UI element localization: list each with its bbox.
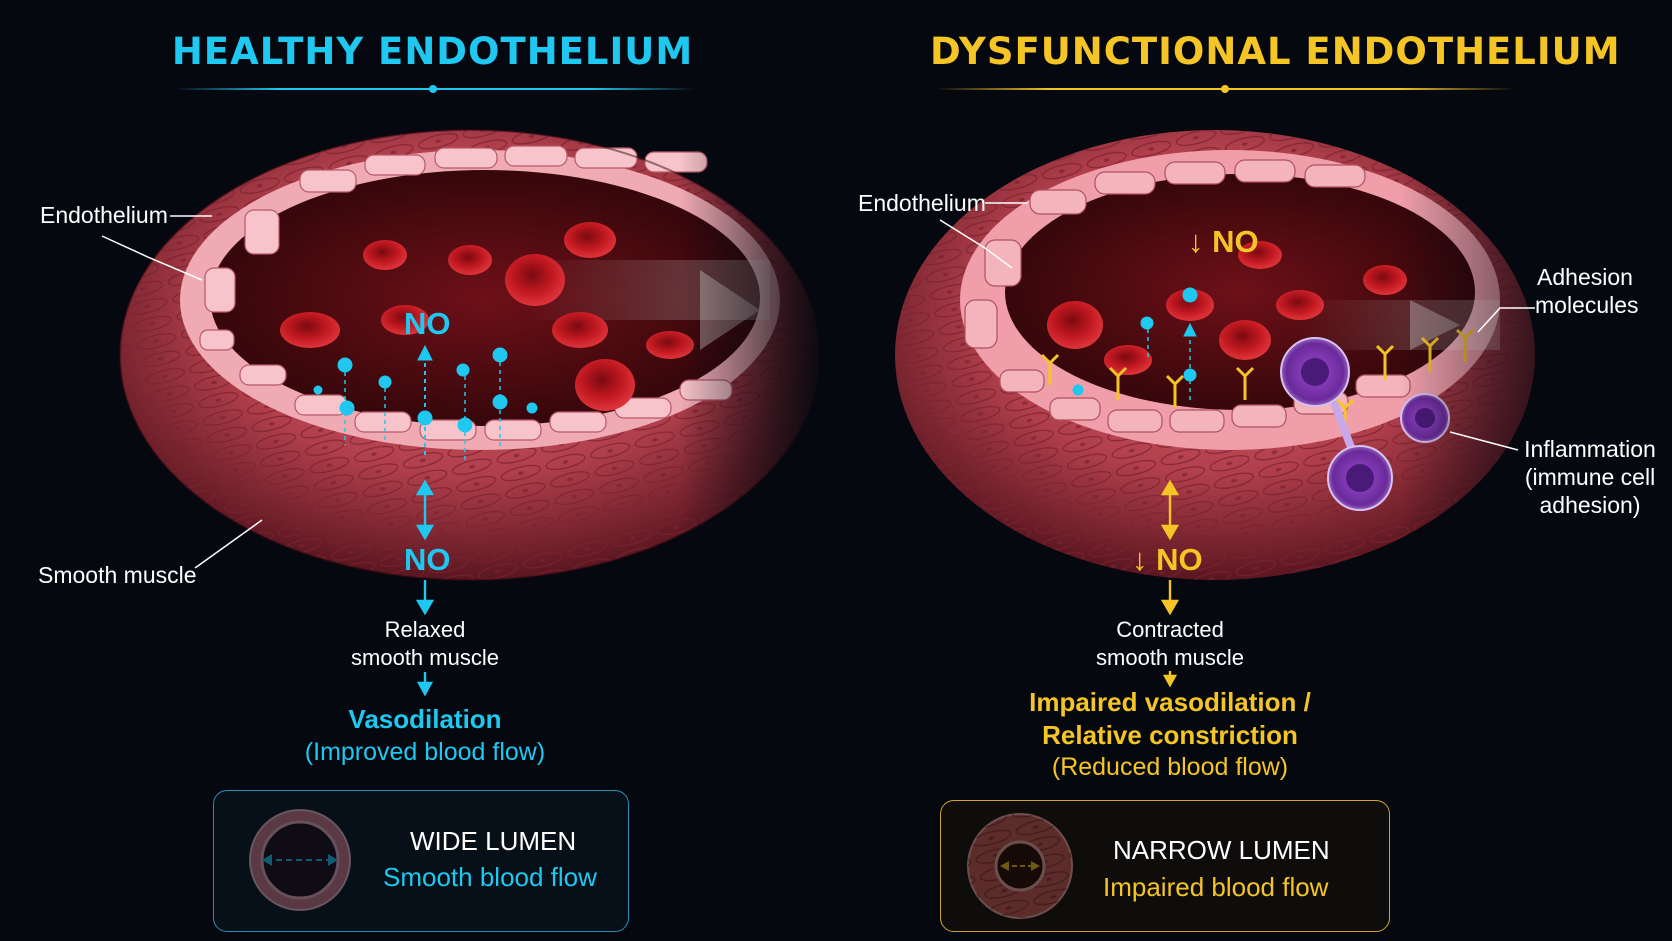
healthy-step-2: smooth muscle <box>351 645 499 670</box>
dysfunctional-title: DYSFUNCTIONAL ENDOTHELIUM <box>930 30 1621 73</box>
healthy-title: HEALTHY ENDOTHELIUM <box>171 30 694 73</box>
dysfunctional-vessel <box>895 120 1540 600</box>
dysfunctional-title-rule-dot <box>1221 85 1229 93</box>
healthy-path-arrows <box>415 479 435 697</box>
healthy-no-top: NO <box>404 306 451 341</box>
inflammation-label-3: adhesion) <box>1539 492 1641 518</box>
inflammation-label-1: Inflammation <box>1524 436 1656 462</box>
healthy-summary-card <box>213 790 629 932</box>
healthy-card-title: WIDE LUMEN <box>410 826 577 856</box>
dysfunctional-path-arrows <box>1160 479 1180 688</box>
healthy-card-sub: Smooth blood flow <box>383 862 597 892</box>
adhesion-label-2: molecules <box>1535 292 1639 318</box>
dysfunctional-label-endothelium: Endothelium <box>858 190 986 216</box>
healthy-step-1: Relaxed <box>384 617 466 642</box>
dysfunctional-red-blood-cells <box>1047 241 1407 375</box>
healthy-result: Vasodilation <box>348 704 502 734</box>
dysfunctional-leader-lines <box>939 202 1535 451</box>
adhesion-label-1: Adhesion <box>1537 264 1633 290</box>
healthy-vessel <box>119 120 830 590</box>
dysfunctional-step-2: smooth muscle <box>1096 645 1244 670</box>
healthy-red-blood-cells <box>280 222 694 411</box>
healthy-label-endothelium: Endothelium <box>40 202 168 228</box>
healthy-no-bottom: NO <box>404 542 451 577</box>
healthy-leader-lines <box>101 215 263 569</box>
dysfunctional-summary-card <box>940 800 1390 932</box>
dysfunctional-card-title: NARROW LUMEN <box>1113 835 1330 865</box>
dysfunctional-step-1: Contracted <box>1116 617 1224 642</box>
healthy-no-molecules <box>313 344 538 460</box>
healthy-title-rule-dot <box>429 85 437 93</box>
dysfunctional-no-top: ↓ NO <box>1188 224 1259 259</box>
dysfunctional-no-molecules <box>1072 287 1198 400</box>
dysfunctional-result-2: Relative constriction <box>1042 720 1298 750</box>
inflammation-label-2: (immune cell <box>1524 464 1656 490</box>
healthy-endothelial-cells <box>199 145 733 441</box>
dysfunctional-card-sub: Impaired blood flow <box>1103 872 1329 902</box>
dysfunctional-no-bottom: ↓ NO <box>1132 542 1203 577</box>
healthy-label-smooth-muscle: Smooth muscle <box>38 562 197 588</box>
healthy-result-sub: (Improved blood flow) <box>304 738 546 766</box>
dysfunctional-result-1: Impaired vasodilation / <box>1029 687 1311 717</box>
dysfunctional-result-sub: (Reduced blood flow) <box>1051 753 1289 781</box>
